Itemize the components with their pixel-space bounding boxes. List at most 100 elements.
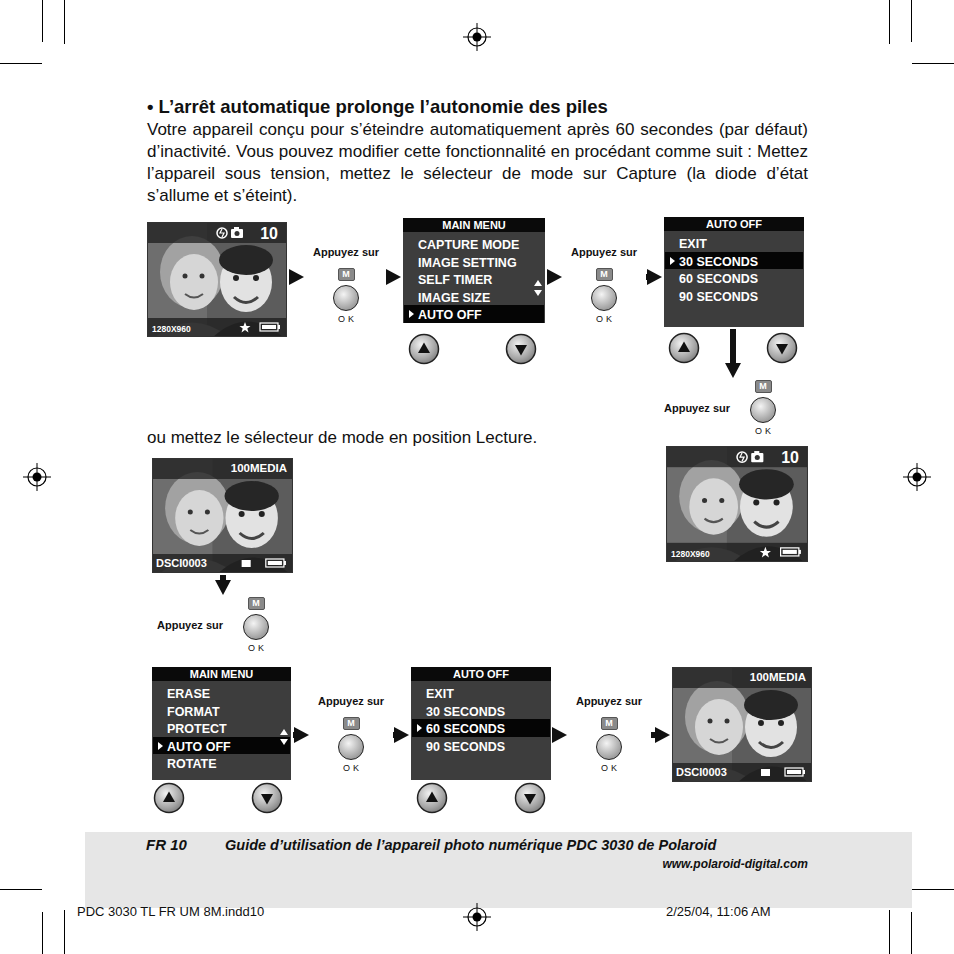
press-caption: Appuyez sur: [157, 619, 223, 632]
arrow-head: [386, 269, 401, 285]
selection-pointer: [670, 257, 675, 265]
registration-mark: [463, 23, 491, 51]
ok-label: OK: [593, 314, 615, 325]
flow-arrow: [386, 269, 401, 285]
menu-row: EXIT: [412, 684, 550, 702]
file-name: DSCI0003: [676, 766, 727, 779]
ok-button: Appuyez surMOK: [306, 246, 386, 325]
folder-name: 100MEDIA: [231, 461, 287, 475]
menu-item: PROTECT: [167, 722, 227, 736]
connectors: [215, 269, 741, 743]
flow-arrow: [289, 269, 304, 285]
file-name: DSCI0003: [156, 557, 207, 570]
page-number: FR 10: [146, 836, 187, 854]
round-button: [591, 285, 617, 311]
flow-arrow: [725, 329, 741, 378]
selection-pointer: [409, 310, 414, 318]
footer-url: www.polaroid-digital.com: [560, 857, 808, 872]
menu-row: IMAGE SETTING: [404, 253, 544, 271]
menu-item: FORMAT: [167, 705, 220, 719]
menu-header: AUTO OFF: [664, 217, 804, 231]
resolution-label: 1280X960: [152, 324, 191, 334]
menu-item: AUTO OFF: [418, 308, 482, 322]
press-caption: Appuyez sur: [576, 695, 642, 708]
round-button: [596, 734, 622, 760]
button-column: M OK: [596, 717, 622, 774]
menu-row: SELF TIMER: [404, 270, 544, 288]
menu-key-badge: M: [248, 597, 265, 610]
button-column: MOK: [333, 268, 359, 325]
menu-key-badge: M: [601, 717, 618, 730]
photo: [147, 222, 287, 337]
flow-arrow: [651, 727, 670, 743]
arrow-head: [547, 269, 562, 285]
arrow-head: [289, 269, 304, 285]
menu-row: 30 SECONDS: [412, 702, 550, 720]
menu-item: 60 SECONDS: [426, 722, 505, 736]
menu-row: 90 SECONDS: [665, 287, 803, 305]
arrow-head: [215, 580, 231, 595]
ok-label: OK: [752, 426, 774, 437]
up-button: [418, 784, 447, 813]
press-caption: Appuyez sur: [313, 246, 379, 259]
ok-label: OK: [245, 643, 267, 654]
ok-button: Appuyez sur M OK: [157, 597, 269, 654]
registration-mark: [463, 903, 491, 931]
button-column: MOK: [750, 380, 776, 437]
ok-button: Appuyez surMOK: [664, 380, 776, 437]
menu-item: SELF TIMER: [418, 273, 492, 287]
menu-row: ROTATE: [153, 754, 290, 772]
round-button: [750, 397, 776, 423]
arrow-head: [655, 727, 670, 743]
photo: [152, 458, 293, 573]
menu-item: 60 SECONDS: [679, 272, 758, 286]
menu-list: ERASEFORMATPROTECTAUTO OFFROTATE: [152, 681, 291, 772]
status-icons: [737, 451, 801, 557]
menu-item: 90 SECONDS: [679, 290, 758, 304]
flow-arrow: [215, 575, 231, 595]
arrow-head: [647, 269, 662, 285]
arrow-shaft: [730, 329, 736, 365]
menu-list: EXIT30 SECONDS 60 SECONDS 90 SECONDS: [411, 681, 551, 754]
up-button: [155, 784, 184, 813]
menu-header: MAIN MENU: [152, 667, 291, 681]
menu-item: IMAGE SETTING: [418, 256, 517, 270]
menu-row: AUTO OFF: [404, 305, 544, 323]
button-column: MOK: [338, 717, 364, 774]
flow-arrow: [547, 269, 562, 285]
button-column: M OK: [591, 268, 617, 325]
menu-row: 90 SECONDS: [412, 737, 550, 755]
menu-header: MAIN MENU: [403, 218, 545, 232]
print-slug: PDC 3030 TL FR UM 8M.indd10: [77, 904, 264, 920]
menu-row: 30 SECONDS: [665, 252, 803, 270]
arrow-head: [552, 727, 567, 743]
menu-row: EXIT: [665, 234, 803, 252]
intro-paragraph: Votre appareil conçu pour s’éteindre aut…: [147, 119, 808, 207]
arrow-head: [294, 727, 309, 743]
menu-item: 30 SECONDS: [679, 255, 758, 269]
flow-arrow: [646, 269, 662, 285]
menu-key-badge: M: [343, 717, 360, 730]
down-button: [507, 335, 536, 364]
ok-label: OK: [598, 763, 620, 774]
menu-item: 90 SECONDS: [426, 740, 505, 754]
ok-button: Appuyez surM OK: [564, 246, 644, 325]
menu-key-badge: M: [338, 268, 355, 281]
section-title: • L’arrêt automatique prolonge l’autonom…: [147, 96, 608, 118]
button-column: M OK: [243, 597, 269, 654]
flow-arrow: [552, 727, 567, 743]
photo: [666, 446, 808, 562]
menu-list: CAPTURE MODEIMAGE SETTINGSELF TIMERIMAGE…: [403, 232, 545, 323]
menu-row: 60 SECONDS: [665, 269, 803, 287]
press-caption: Appuyez sur: [571, 246, 637, 259]
round-button: [333, 285, 359, 311]
menu-key-badge: M: [596, 268, 613, 281]
status-icons: [217, 227, 280, 333]
selection-pointer: [158, 742, 163, 750]
menu-list: EXIT 30 SECONDS 60 SECONDS 90 SECONDS: [664, 231, 804, 304]
photo: [672, 667, 812, 782]
up-button: [410, 335, 439, 364]
down-button: [768, 334, 797, 363]
menu-item: IMAGE SIZE: [418, 291, 490, 305]
menu-item: EXIT: [679, 237, 707, 251]
